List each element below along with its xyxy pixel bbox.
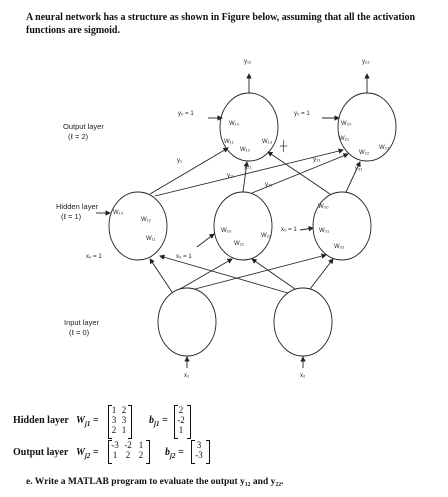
output-w-cell: 2 [138,450,144,460]
weight-w31-hid: W₃₁ [319,228,330,234]
hidden-out-y11: y₁₁ [227,173,235,179]
bias-x0-3: x₀ = 1 [281,227,297,233]
hidden-w-cell: 2 [121,405,127,415]
weight-w11-out: W₁₁ [224,139,234,145]
hidden-w-right-bracket [128,405,132,439]
bias-y0-left: y₀ = 1 [178,111,194,117]
input-layer-label: Input layer [64,318,100,327]
hidden-node-2 [213,191,273,261]
weight-w21-out: W₂₁ [339,136,350,142]
hidden-b-right-bracket [187,405,191,439]
hidden-b-cell: -2 [177,415,185,425]
bias-y0-right: y₀ = 1 [294,111,310,117]
output-layer-index: (ℓ = 2) [68,132,89,141]
hidden-out-y31b: y₃₁ [355,166,363,172]
weight-w20-hid: W₂₀ [221,228,232,234]
hidden-node-1 [108,191,168,261]
problem-statement: A neural network has a structure as show… [26,12,416,36]
hidden-out-y21b: y₂₁ [265,182,273,188]
hidden-w-left-bracket [108,405,112,439]
input-x1-label: x₁ [184,373,190,379]
weight-w10-hid: W₁₀ [113,210,124,216]
hidden-b-cell: 1 [178,425,184,435]
output-b-symbol: bj2 = [165,447,184,460]
hidden-node-3 [312,191,372,261]
output-y22-label: y₂₂ [362,59,370,65]
hidden-out-y1: y₁ [177,158,183,164]
hidden-out-y31: y₃₁ [313,157,321,163]
hidden-matrix-label: Hidden layer [13,415,69,426]
bias-x0-1: x₀ = 1 [86,254,102,260]
hidden-b-cell: 2 [178,405,184,415]
weight-w23-out: W₂₃ [379,145,390,151]
weight-w12-out: W₁₂ [240,147,251,153]
output-matrix-label: Output layer [13,447,69,458]
output-w-cell: -3 [111,440,119,450]
weight-w10-out: W₁₀ [229,121,240,127]
hidden-w-cell: 1 [121,425,127,435]
output-b-cell: -3 [195,450,203,460]
output-w-cell: 1 [138,440,144,450]
output-w-cell: -2 [124,440,132,450]
hidden-w-symbol: Wj1 = [76,415,99,428]
output-y12-label: y₁₂ [244,59,252,65]
hidden-b-symbol: bj1 = [149,415,168,428]
output-w-right-bracket [146,440,150,464]
hidden-w-cell: 2 [111,425,117,435]
input-x2-label: x₂ [300,373,306,379]
weight-w13-out: W₁₃ [262,139,273,145]
weight-w20-out: W₂₀ [341,121,352,127]
input-node-1 [157,287,217,357]
hidden-w-cell: 3 [111,415,117,425]
hidden-layer-index: (ℓ = 1) [61,212,82,221]
weight-w12-hid: W₁₂ [141,217,152,223]
input-node-2 [273,287,333,357]
output-w-left-bracket [108,440,112,464]
output-w-symbol: Wj2 = [76,447,99,460]
weight-w22-out: W₂₂ [359,150,370,156]
weight-w11-hid: W₁₁ [146,236,156,242]
cursor-crosshair-icon: ┼ [280,141,288,152]
output-w-cell: 1 [112,450,118,460]
weight-w30-hid: W₃₀ [318,204,329,210]
weight-w22-hid: W₂₂ [261,233,272,239]
weight-w21-hid: W₂₁ [234,241,245,247]
output-b-cell: 3 [196,440,202,450]
output-layer-label: Output layer [63,122,104,131]
hidden-layer-label: Hidden layer [56,202,99,211]
output-b-right-bracket [206,440,210,464]
hidden-out-y21: y₂₁ [244,164,252,170]
output-w-cell: 2 [125,450,131,460]
hidden-w-cell: 1 [111,405,117,415]
hidden-w-cell: 3 [121,415,127,425]
weight-w32-hid: W₃₂ [334,244,345,250]
hidden-b-left-bracket [174,405,178,439]
input-layer-index: (ℓ = 0) [69,328,90,337]
bias-x0-2: x₀ = 1 [176,254,192,260]
output-b-left-bracket [191,440,195,464]
question-e: e. Write a MATLAB program to evaluate th… [26,477,284,487]
